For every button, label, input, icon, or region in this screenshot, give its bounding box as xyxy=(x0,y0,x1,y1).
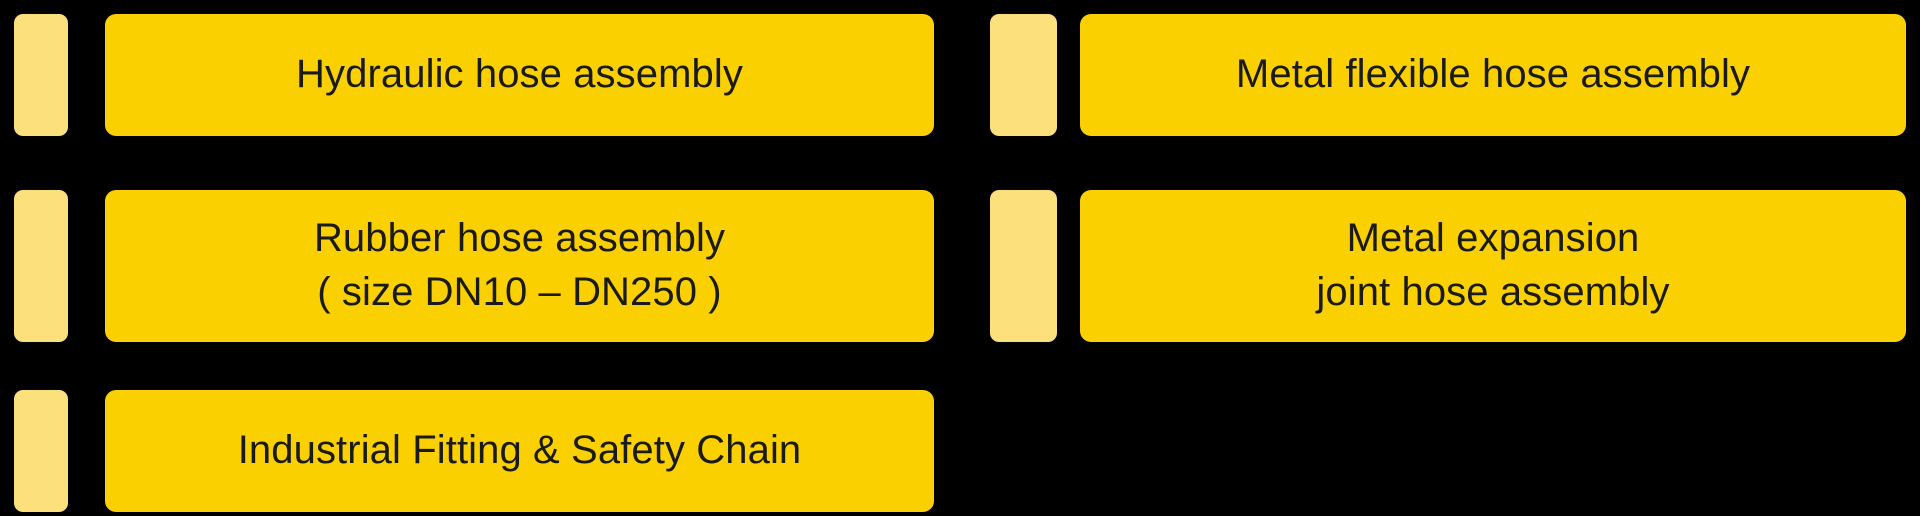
category-row-3: Industrial Fitting & Safety Chain xyxy=(0,390,1920,512)
category-panel[interactable]: Industrial Fitting & Safety Chain xyxy=(105,390,934,512)
category-panel[interactable]: Hydraulic hose assembly xyxy=(105,14,934,136)
accent-tab xyxy=(14,390,68,512)
category-label: Hydraulic hose assembly xyxy=(296,52,743,97)
category-label: Metal expansion joint hose assembly xyxy=(1316,216,1670,314)
category-row-2: Rubber hose assembly ( size DN10 – DN250… xyxy=(0,190,1920,342)
category-label: Metal flexible hose assembly xyxy=(1235,52,1751,97)
category-item-rubber-hose-assembly[interactable]: Rubber hose assembly ( size DN10 – DN250… xyxy=(14,190,934,342)
category-item-metal-expansion-joint-hose-assembly[interactable]: Metal expansion joint hose assembly xyxy=(990,190,1906,342)
category-label: Rubber hose assembly ( size DN10 – DN250… xyxy=(313,216,726,314)
category-panel[interactable]: Rubber hose assembly ( size DN10 – DN250… xyxy=(105,190,934,342)
accent-tab xyxy=(990,190,1057,342)
category-row-1: Hydraulic hose assembly Metal flexible h… xyxy=(0,14,1920,136)
accent-tab xyxy=(990,14,1057,136)
category-item-industrial-fitting-safety-chain[interactable]: Industrial Fitting & Safety Chain xyxy=(14,390,934,512)
category-label: Industrial Fitting & Safety Chain xyxy=(237,428,802,473)
accent-tab xyxy=(14,14,68,136)
category-panel[interactable]: Metal flexible hose assembly xyxy=(1080,14,1906,136)
category-panel[interactable]: Metal expansion joint hose assembly xyxy=(1080,190,1906,342)
accent-tab xyxy=(14,190,68,342)
category-item-hydraulic-hose-assembly[interactable]: Hydraulic hose assembly xyxy=(14,14,934,136)
category-item-metal-flexible-hose-assembly[interactable]: Metal flexible hose assembly xyxy=(990,14,1906,136)
empty-slot xyxy=(990,390,1906,512)
